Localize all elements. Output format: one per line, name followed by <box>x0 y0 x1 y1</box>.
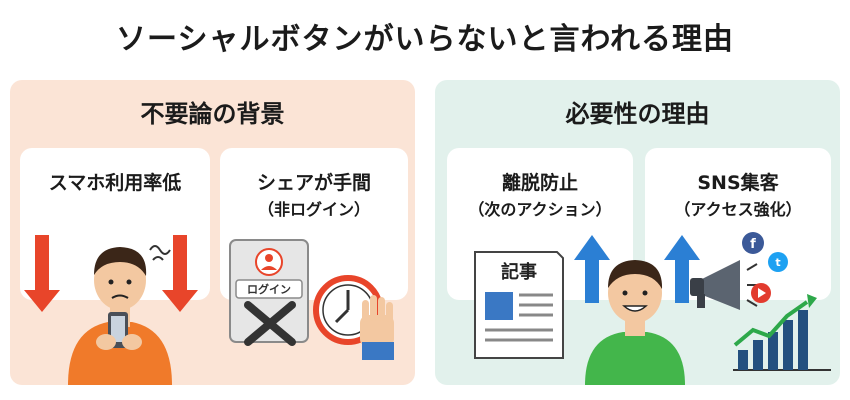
page-title: ソーシャルボタンがいらないと言われる理由 <box>116 22 734 57</box>
up-arrow-icon <box>574 235 610 303</box>
down-arrow-icon <box>162 235 198 312</box>
login-card-icon: ログイン <box>229 239 309 346</box>
login-label: ログイン <box>247 282 291 296</box>
article-label: 記事 <box>501 261 537 283</box>
twitter-glyph: t <box>775 256 780 269</box>
up-arrow-icon <box>664 235 700 303</box>
youtube-icon <box>751 283 771 303</box>
megaphone-icon <box>690 260 759 310</box>
card-sublabel: （アクセス強化） <box>674 200 802 219</box>
growth-chart-icon <box>733 294 831 371</box>
card-sublabel: （非ログイン） <box>257 200 370 219</box>
twitter-icon: t <box>768 252 788 272</box>
facebook-glyph: f <box>750 237 756 252</box>
raised-hand-icon <box>360 295 394 360</box>
left-illustration: ログイン <box>24 235 394 385</box>
card-label: SNS集客 <box>697 172 779 194</box>
left-panel-heading: 不要論の背景 <box>140 100 285 128</box>
happy-person-icon <box>585 260 685 385</box>
down-arrow-icon <box>24 235 60 312</box>
card-label: 離脱防止 <box>501 172 578 194</box>
facebook-icon: f <box>742 232 764 254</box>
article-document-icon: 記事 <box>474 251 564 359</box>
right-illustration: 記事 <box>474 232 831 385</box>
card-label: スマホ利用率低 <box>48 172 182 194</box>
sad-person-with-phone-icon <box>68 245 172 385</box>
card-sublabel: （次のアクション） <box>468 200 612 219</box>
right-panel-necessary: 必要性の理由 離脱防止 （次のアクション） SNS集客 （アクセス強化） 記事 <box>435 80 840 385</box>
left-panel-unnecessary: 不要論の背景 スマホ利用率低 シェアが手間 （非ログイン） <box>10 80 415 385</box>
right-panel-heading: 必要性の理由 <box>565 100 710 128</box>
card-label: シェアが手間 <box>256 172 371 194</box>
